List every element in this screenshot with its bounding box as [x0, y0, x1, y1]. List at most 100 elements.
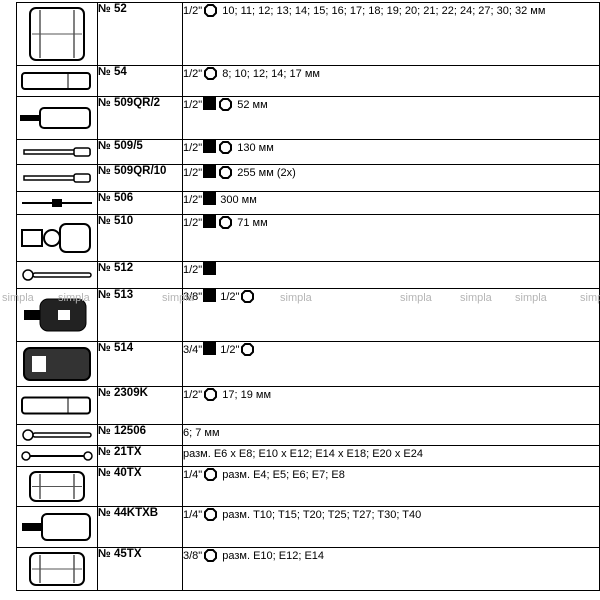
tool-illustration-icon [21, 72, 91, 90]
tool-image-cell [16, 261, 98, 289]
article-number: № 509QR/2 [97, 96, 183, 140]
socket-octagon-icon [241, 343, 255, 356]
spec-cell: 1/4" разм. T10; T15; T20; T25; T27; T30;… [182, 506, 600, 548]
tool-illustration-icon [29, 7, 85, 61]
square-drive-icon [203, 342, 217, 355]
spec-text: 52 мм [234, 99, 268, 111]
article-number: № 21TX [97, 445, 183, 467]
spec-cell: 1/2" 8; 10; 12; 14; 17 мм [182, 65, 600, 97]
tool-image-cell [16, 386, 98, 425]
square-drive-icon [203, 289, 217, 302]
drive-size: 1/4" [183, 469, 203, 481]
spec-text: 17; 19 мм [219, 389, 272, 401]
square-drive-icon [203, 97, 217, 110]
spec-cell: 1/2" 52 мм [182, 96, 600, 140]
spec-cell: 1/4" разм. E4; E5; E6; E7; E8 [182, 466, 600, 507]
spec-cell: 1/2" 71 мм [182, 214, 600, 262]
tool-illustration-icon [21, 223, 91, 253]
square-drive-icon [203, 165, 217, 178]
socket-octagon-icon [204, 388, 218, 401]
drive-size: 1/2" [183, 389, 203, 401]
tool-image-cell [16, 214, 98, 262]
tool-image-cell [16, 506, 98, 548]
socket-octagon-icon [204, 468, 218, 481]
square-drive-icon [203, 215, 217, 228]
tool-image-cell [16, 164, 98, 192]
spec-cell: 1/2" 255 мм (2x) [182, 164, 600, 192]
tool-illustration-icon [21, 396, 91, 415]
drive-size: 3/8" [183, 291, 203, 303]
spec-cell: 1/2" 130 мм [182, 139, 600, 165]
spec-cell: 1/2" 300 мм [182, 191, 600, 215]
tool-illustration-icon [23, 347, 91, 381]
spec-text: 10; 11; 12; 13; 14; 15; 16; 17; 18; 19; … [219, 5, 546, 17]
tool-image-cell [16, 424, 98, 446]
article-number: № 54 [97, 65, 183, 97]
spec-text: 130 мм [234, 142, 274, 154]
spec-text: 255 мм (2x) [234, 167, 296, 179]
tool-image-cell [16, 341, 98, 387]
square-drive-icon [203, 262, 217, 275]
tool-image-cell [16, 2, 98, 66]
tool-image-cell [16, 288, 98, 342]
drive-size: 3/8" [183, 550, 203, 562]
drive-size: 1/2" [183, 5, 203, 17]
drive-size: 1/2" [183, 68, 203, 80]
spec-cell: 1/2" [182, 261, 600, 289]
spec-text: 1/2" [217, 344, 240, 356]
drive-size: 1/2" [183, 217, 203, 229]
tool-image-cell [16, 65, 98, 97]
square-drive-icon [203, 192, 217, 205]
article-number: № 12506 [97, 424, 183, 446]
article-number: № 512 [97, 261, 183, 289]
tool-image-cell [16, 466, 98, 507]
socket-octagon-icon [219, 166, 233, 179]
tool-illustration-icon [21, 451, 93, 461]
tool-illustration-icon [24, 298, 87, 332]
socket-octagon-icon [219, 98, 233, 111]
drive-size: 1/4" [183, 509, 203, 521]
socket-octagon-icon [219, 141, 233, 154]
socket-octagon-icon [204, 549, 218, 562]
spec-cell: 3/8" разм. E10; E12; E14 [182, 547, 600, 591]
tool-illustration-icon [23, 147, 91, 157]
drive-size: 1/2" [183, 264, 203, 276]
socket-octagon-icon [204, 508, 218, 521]
spec-cell: 3/8" 1/2" [182, 288, 600, 342]
tool-illustration-icon [22, 513, 91, 541]
article-number: № 506 [97, 191, 183, 215]
tool-illustration-icon [22, 199, 92, 207]
drive-size: 1/2" [183, 167, 203, 179]
tool-image-cell [16, 445, 98, 467]
drive-size: 1/2" [183, 194, 203, 206]
spec-text: разм. T10; T15; T20; T25; T27; T30; T40 [219, 509, 422, 521]
article-number: № 45TX [97, 547, 183, 591]
spec-cell: 1/2" 17; 19 мм [182, 386, 600, 425]
article-number: № 510 [97, 214, 183, 262]
spec-cell: разм. E6 x E8; E10 x E12; E14 x E18; E20… [182, 445, 600, 467]
spec-text: 8; 10; 12; 14; 17 мм [219, 68, 320, 80]
spec-text: 6; 7 мм [183, 427, 220, 439]
spec-cell: 6; 7 мм [182, 424, 600, 446]
square-drive-icon [203, 140, 217, 153]
tool-illustration-icon [29, 552, 85, 586]
tool-illustration-icon [20, 107, 91, 129]
article-number: № 44KTXB [97, 506, 183, 548]
article-number: № 509/5 [97, 139, 183, 165]
socket-octagon-icon [241, 290, 255, 303]
